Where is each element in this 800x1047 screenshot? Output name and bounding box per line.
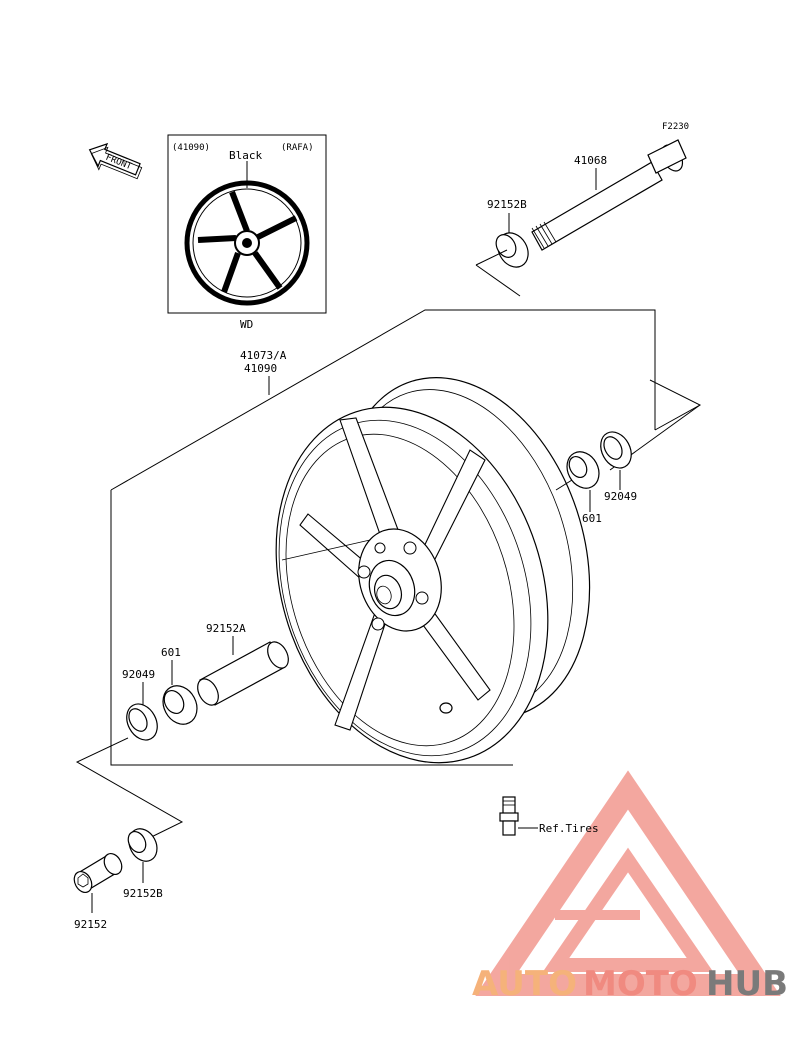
watermark-logo <box>475 770 781 996</box>
wheel-part <box>275 377 591 764</box>
label-spacer: 92152A <box>206 622 246 635</box>
figure-code: F2230 <box>662 122 689 132</box>
label-collar-right: 92152B <box>487 198 527 211</box>
watermark-moto: MOTO <box>583 964 698 1004</box>
inset-color: Black <box>229 149 262 162</box>
inset-variant: (RAFA) <box>281 143 314 153</box>
label-seal-left: 92049 <box>122 668 155 681</box>
valve-part <box>499 796 519 836</box>
label-wheel-1: 41073/A <box>240 349 287 362</box>
collar-outer-part <box>73 852 123 894</box>
label-bearing-right: 601 <box>582 512 602 525</box>
collar-right-part <box>495 232 529 268</box>
label-collar-outer: 92152 <box>74 918 107 931</box>
inset-note: WD <box>240 318 253 331</box>
watermark-text: AUTO MOTO HUB <box>472 964 788 1004</box>
watermark-hub: HUB <box>706 964 788 1004</box>
inset-wheel-icon <box>184 180 310 306</box>
label-wheel-2: 41090 <box>244 362 277 375</box>
label-seal-right: 92049 <box>604 490 637 503</box>
seal-left-part <box>126 703 158 741</box>
bearing-right-part <box>566 451 600 489</box>
label-valve-ref: Ref.Tires <box>539 822 599 835</box>
label-bearing-left: 601 <box>161 646 181 659</box>
watermark-auto: AUTO <box>472 964 577 1004</box>
collar-left-part <box>127 828 158 862</box>
axle-part <box>531 139 687 251</box>
inset-panel: (41090) Black (RAFA) WD <box>167 134 327 331</box>
bearing-left-part <box>162 685 198 725</box>
spacer-part <box>197 641 289 706</box>
label-collar-left: 92152B <box>123 887 163 900</box>
inset-part-no: (41090) <box>172 143 210 153</box>
front-arrow-icon: FRONT <box>88 142 143 180</box>
label-axle: 41068 <box>574 154 607 167</box>
seal-right-part <box>600 431 632 469</box>
